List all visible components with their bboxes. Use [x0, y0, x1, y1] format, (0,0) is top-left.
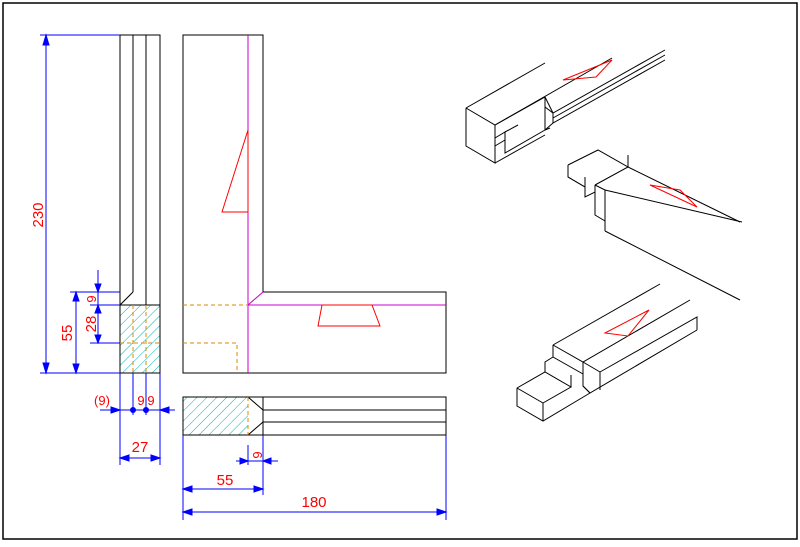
dim-joint-height-label: 55	[59, 325, 76, 342]
dim-height-total	[40, 33, 120, 375]
dim-node-a	[130, 407, 136, 413]
iso-marker-bottom	[603, 309, 650, 337]
iso-view-bottom	[516, 283, 698, 422]
dim-tenon-width-label: 28	[83, 316, 100, 333]
plan-hatch-area	[183, 397, 248, 435]
dim-plan-total-label: 180	[301, 494, 326, 511]
dim-side-b-label: 9	[147, 393, 154, 408]
dim-top-gap-label: 9	[84, 295, 99, 302]
dim-plan-joint-label: 55	[217, 472, 234, 489]
plan-view	[182, 396, 447, 436]
iso-marker-top	[562, 59, 613, 81]
sheet-border	[2, 2, 798, 540]
dim-height-total-label: 230	[30, 202, 47, 227]
dim-side-a-label: 9	[137, 393, 144, 408]
iso-view-middle	[567, 149, 743, 301]
iso-view-top	[465, 49, 666, 164]
front-hidden-lines	[183, 304, 248, 373]
front-centerlines	[247, 35, 446, 373]
dim-joint-height	[70, 290, 120, 375]
dim-offset-label: (9)	[94, 393, 110, 408]
dim-thickness-label: 27	[132, 439, 149, 456]
dim-tenon	[90, 270, 120, 345]
dim-plan-gap-label: 9	[250, 451, 265, 458]
side-hatch-area	[120, 305, 160, 373]
grain-marker-horizontal	[317, 304, 381, 327]
dim-node-b	[143, 407, 149, 413]
dim-plan	[181, 435, 448, 520]
iso-marker-middle	[649, 184, 698, 208]
front-view	[182, 34, 447, 374]
grain-marker-vertical	[221, 129, 249, 213]
